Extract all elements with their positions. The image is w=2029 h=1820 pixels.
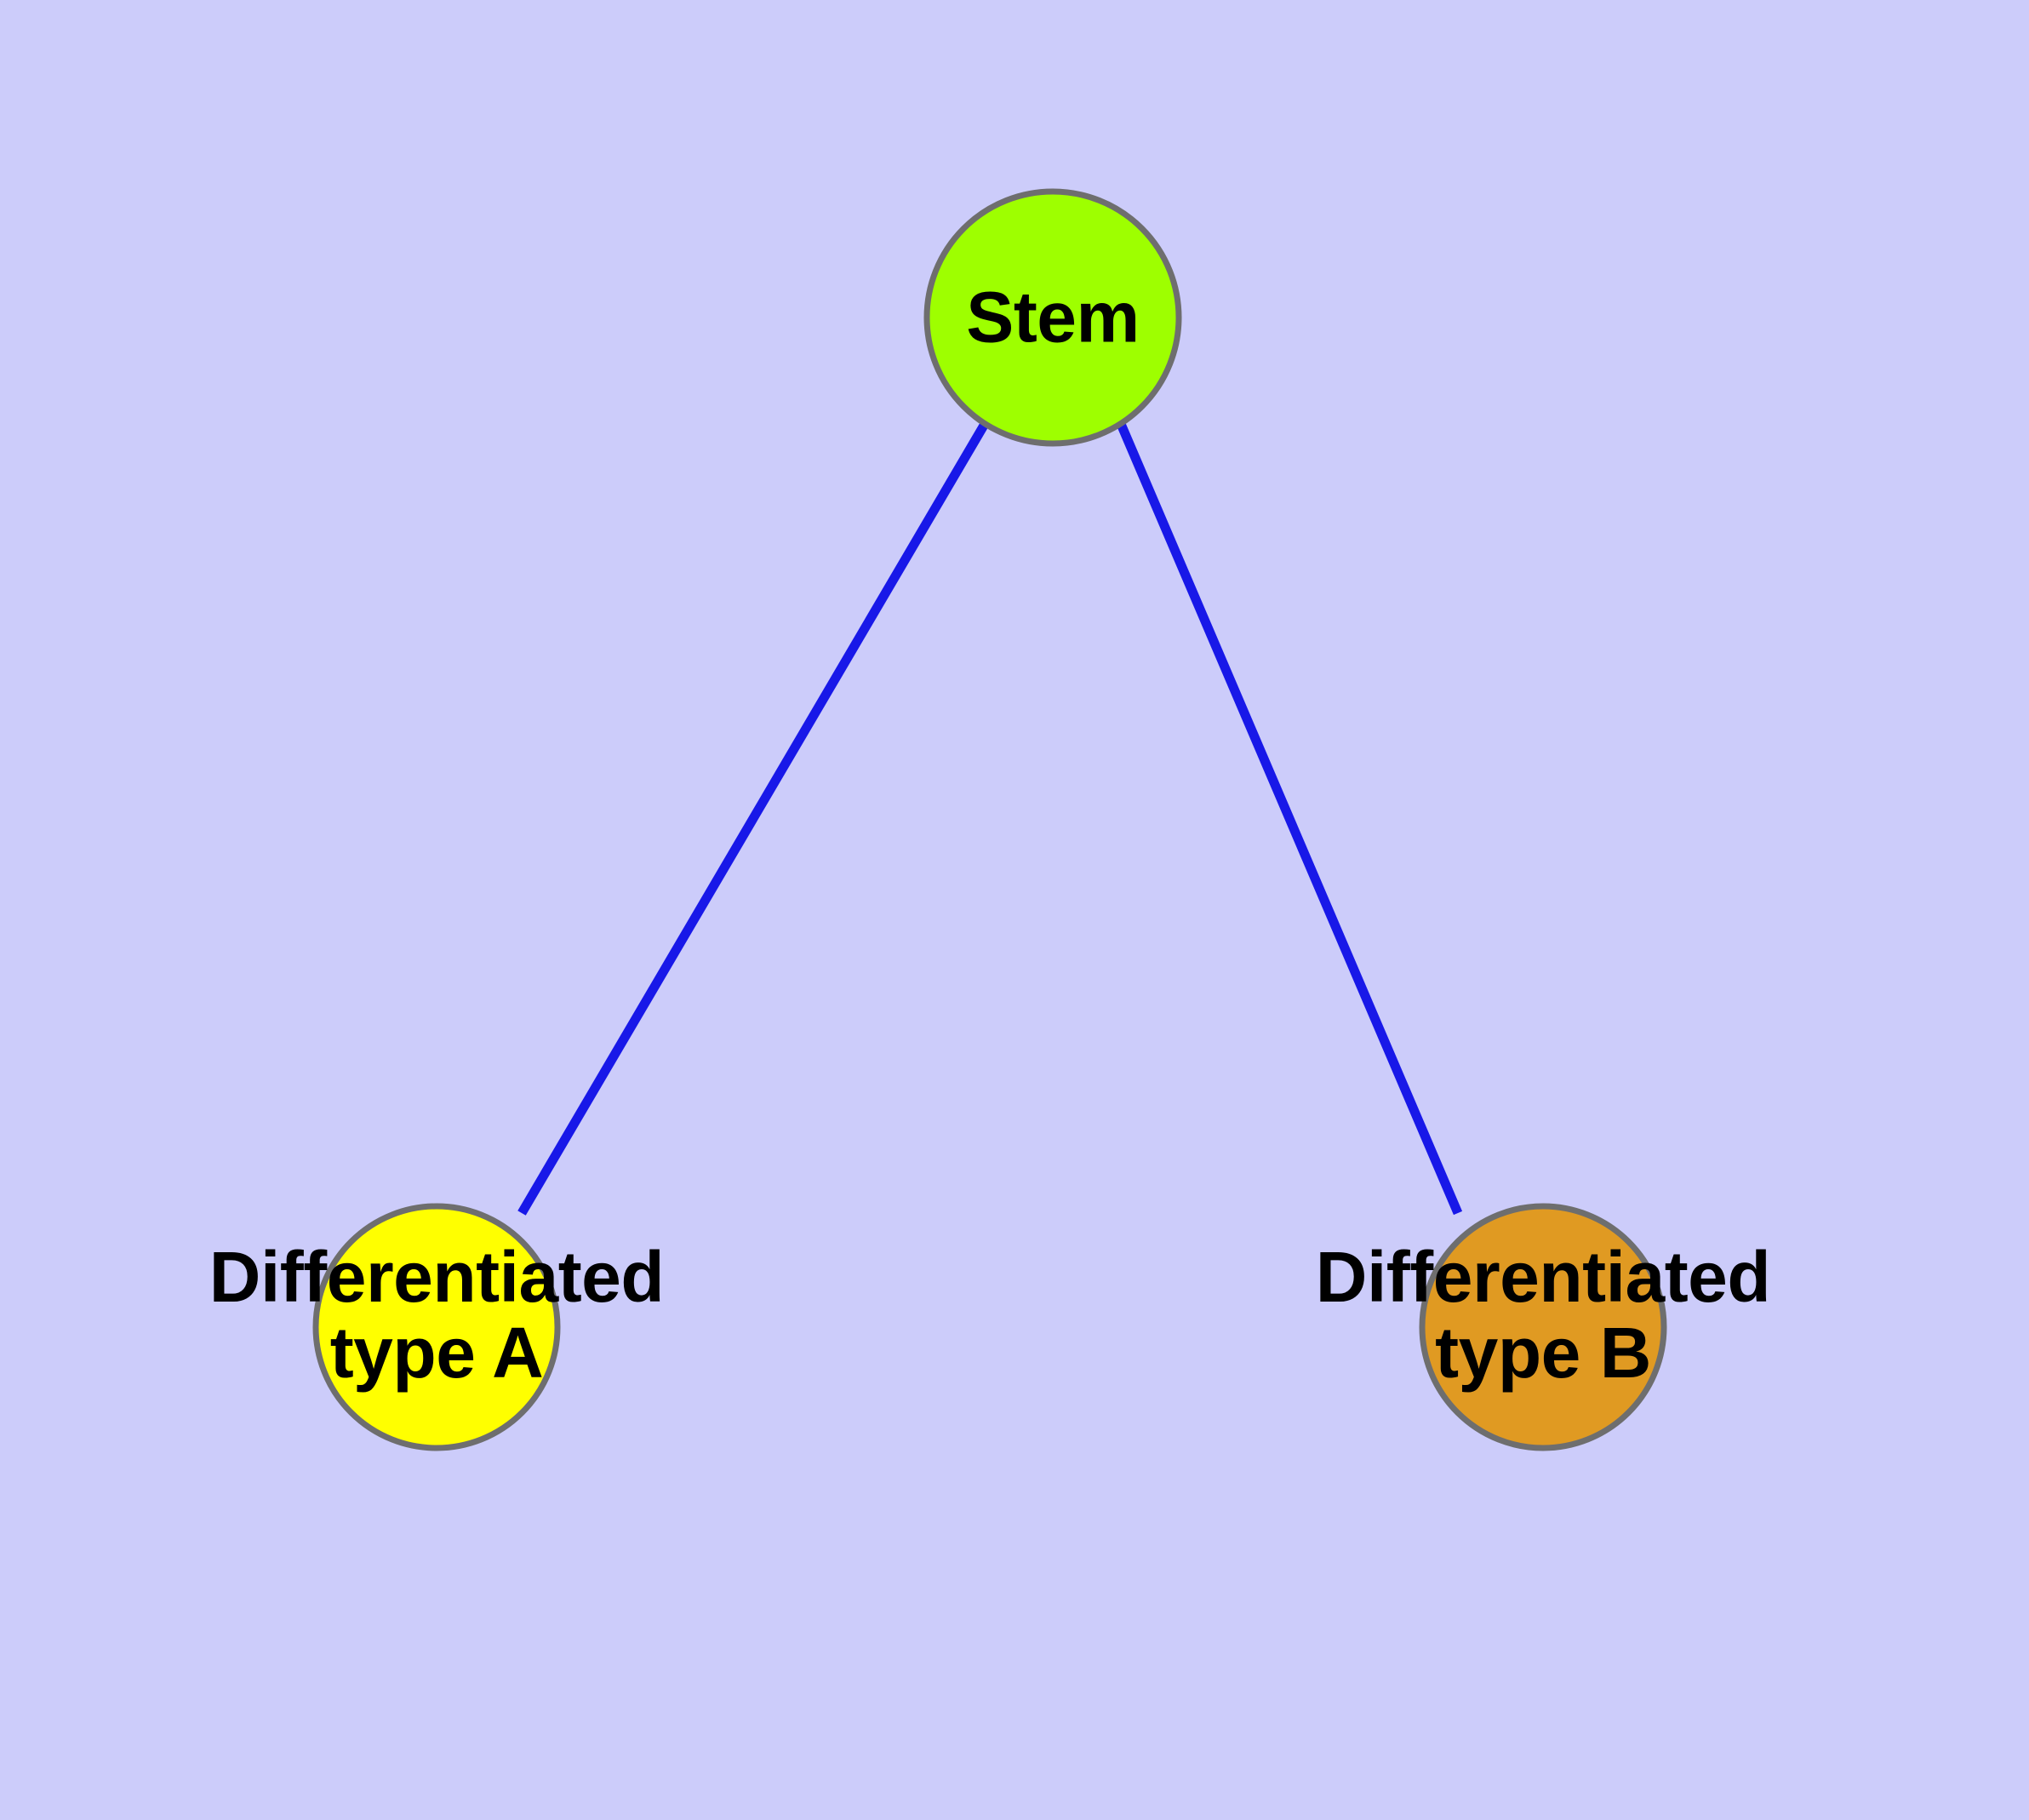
edge-stem-to-diff-b (1116, 421, 1463, 1216)
node-differentiated-type-b[interactable] (1419, 1203, 1667, 1451)
node-differentiated-type-a[interactable] (312, 1203, 561, 1451)
edge-layer (517, 421, 1463, 1216)
node-stem[interactable] (923, 188, 1182, 447)
edge-stem-to-diff-a (517, 421, 989, 1216)
node-layer (312, 188, 1667, 1451)
